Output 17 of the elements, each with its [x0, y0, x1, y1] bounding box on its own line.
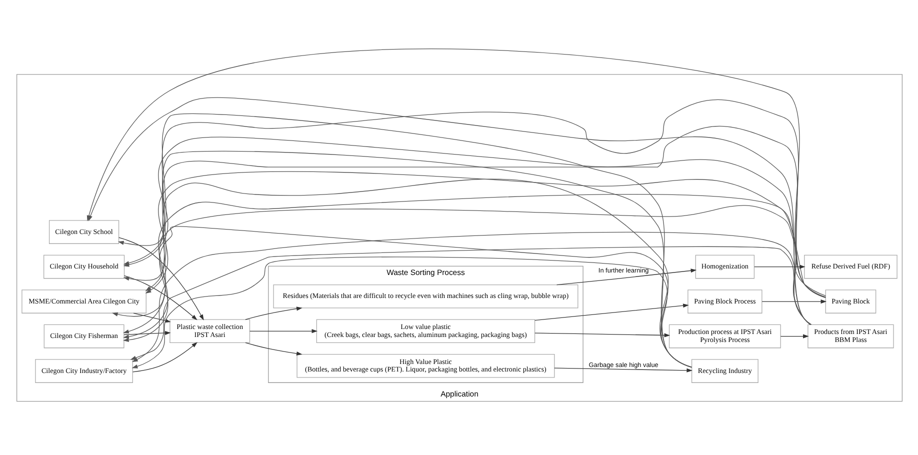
arrow: [131, 256, 692, 368]
arrow: [761, 300, 826, 304]
arrow: [249, 329, 318, 334]
arrow: [780, 334, 808, 338]
arrow: [754, 264, 805, 269]
arrow: [144, 126, 826, 298]
arrow: [244, 306, 302, 320]
arrow: [556, 268, 696, 286]
arrow: [124, 275, 197, 320]
arrow: [123, 330, 170, 335]
arrow: [118, 237, 204, 320]
arrow: [132, 342, 197, 372]
arrow: [534, 304, 688, 321]
arrow: [117, 113, 692, 368]
arrow: [244, 342, 302, 356]
arrow: [534, 332, 670, 338]
arrow: [554, 368, 692, 372]
